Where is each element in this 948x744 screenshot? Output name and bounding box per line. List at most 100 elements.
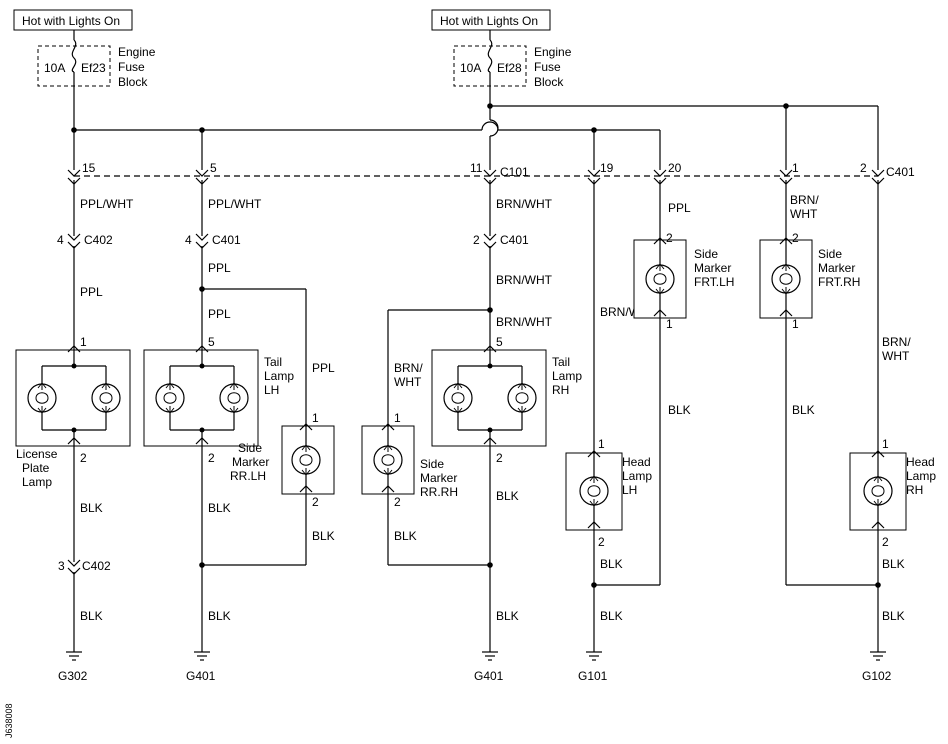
connector-labels: 15 5 11 C101 19 20 1 2 C401 4 C402 4 C40… (57, 161, 915, 573)
svg-text:2: 2 (473, 233, 480, 247)
ground-icon (482, 651, 498, 661)
svg-text:Fuse: Fuse (118, 60, 145, 74)
svg-text:Marker: Marker (420, 471, 457, 485)
svg-text:FRT.LH: FRT.LH (694, 275, 734, 289)
side-marker-rr-rh: 1 2 Side Marker RR.RH (361, 411, 458, 509)
svg-text:1: 1 (792, 161, 799, 175)
svg-text:Tail: Tail (264, 355, 282, 369)
fuse-id: Ef28 (497, 61, 522, 75)
bulb-icon (91, 382, 121, 414)
svg-text:1: 1 (882, 437, 889, 451)
svg-text:Lamp: Lamp (552, 369, 582, 383)
svg-text:Head: Head (622, 455, 651, 469)
svg-text:PPL: PPL (312, 361, 335, 375)
svg-text:BLK: BLK (208, 609, 231, 623)
side-marker-rr-lh: 1 2 Side Marker RR.LH (230, 411, 335, 509)
connector-chevrons (67, 169, 885, 575)
bulb-icon (27, 382, 57, 414)
svg-text:BLK: BLK (80, 609, 103, 623)
svg-text:BLK: BLK (80, 501, 103, 515)
svg-text:BLK: BLK (600, 609, 623, 623)
svg-text:Engine: Engine (534, 45, 572, 59)
ground-icon (870, 651, 886, 661)
svg-text:1: 1 (598, 437, 605, 451)
svg-text:5: 5 (208, 335, 215, 349)
svg-text:Marker: Marker (818, 261, 855, 275)
svg-text:Engine: Engine (118, 45, 156, 59)
svg-text:License: License (16, 447, 58, 461)
svg-text:Side: Side (694, 247, 718, 261)
tail-lamp-rh: 5 2 Tail Lamp RH (431, 335, 582, 465)
svg-text:BLK: BLK (394, 529, 417, 543)
svg-text:2: 2 (80, 451, 87, 465)
svg-text:Lamp: Lamp (906, 469, 936, 483)
svg-text:WHT: WHT (790, 207, 818, 221)
svg-text:BRN/WHT: BRN/WHT (496, 273, 553, 287)
bulb-icon (863, 475, 893, 507)
svg-text:BLK: BLK (312, 529, 335, 543)
bulb-icon (579, 475, 609, 507)
figure-code: J638008 (4, 703, 14, 738)
head-lamp-lh: 1 2 Head Lamp LH (565, 437, 652, 549)
svg-text:C402: C402 (82, 559, 111, 573)
svg-text:BLK: BLK (496, 609, 519, 623)
svg-text:RH: RH (552, 383, 569, 397)
svg-text:RR.RH: RR.RH (420, 485, 458, 499)
svg-text:Block: Block (534, 75, 564, 89)
svg-text:2: 2 (394, 495, 401, 509)
svg-text:19: 19 (600, 161, 614, 175)
ground-label: G101 (578, 669, 608, 683)
svg-text:WHT: WHT (394, 375, 422, 389)
svg-text:2: 2 (792, 231, 799, 245)
svg-text:Tail: Tail (552, 355, 570, 369)
ground-label: G302 (58, 669, 88, 683)
ground-icon (66, 651, 82, 661)
wires (73, 30, 879, 652)
svg-text:Lamp: Lamp (22, 475, 52, 489)
svg-text:Lamp: Lamp (264, 369, 294, 383)
bulb-icon (507, 382, 537, 414)
supply-ef28: Hot with Lights On 10A Ef28 Engine Fuse … (431, 9, 572, 89)
svg-text:LH: LH (622, 483, 637, 497)
svg-text:BRN/WHT: BRN/WHT (496, 197, 553, 211)
grounds: G302 G401 G401 G101 G102 (58, 651, 892, 683)
svg-text:5: 5 (210, 161, 217, 175)
svg-text:PPL: PPL (208, 261, 231, 275)
svg-text:BLK: BLK (882, 557, 905, 571)
svg-text:5: 5 (496, 335, 503, 349)
ground-label: G401 (474, 669, 504, 683)
svg-text:PPL: PPL (208, 307, 231, 321)
svg-text:C401: C401 (500, 233, 529, 247)
svg-text:Side: Side (818, 247, 842, 261)
supply-label: Hot with Lights On (22, 14, 120, 28)
bulb-icon (373, 444, 403, 476)
bulb-icon (771, 263, 801, 295)
svg-text:Side: Side (238, 441, 262, 455)
svg-text:1: 1 (666, 317, 673, 331)
svg-text:BLK: BLK (600, 557, 623, 571)
svg-text:LH: LH (264, 383, 279, 397)
svg-text:BRN/: BRN/ (790, 193, 819, 207)
svg-text:BLK: BLK (792, 403, 815, 417)
supply-label: Hot with Lights On (440, 14, 538, 28)
svg-text:C402: C402 (84, 233, 113, 247)
svg-text:1: 1 (80, 335, 87, 349)
svg-text:BRN/: BRN/ (882, 335, 911, 349)
ground-label: G102 (862, 669, 892, 683)
svg-text:2: 2 (208, 451, 215, 465)
svg-text:Block: Block (118, 75, 148, 89)
svg-text:2: 2 (312, 495, 319, 509)
svg-text:C401: C401 (886, 165, 915, 179)
svg-text:2: 2 (882, 535, 889, 549)
bulb-icon (443, 382, 473, 414)
fuse-icon (71, 39, 77, 73)
svg-text:Side: Side (420, 457, 444, 471)
svg-text:Head: Head (906, 455, 935, 469)
svg-text:PPL: PPL (668, 201, 691, 215)
wire-labels: PPL/WHT PPL/WHT BRN/WHT PPL PPL PPL PPL … (80, 193, 911, 623)
svg-text:PPL: PPL (80, 285, 103, 299)
svg-text:2: 2 (666, 231, 673, 245)
svg-text:15: 15 (82, 161, 96, 175)
head-lamp-rh: 1 2 Head Lamp RH (849, 437, 936, 549)
